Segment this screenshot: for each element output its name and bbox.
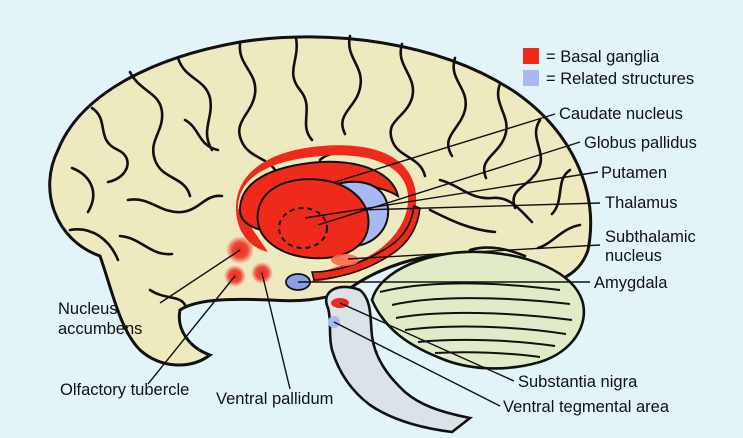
label-nucleus-accumbens-line2: accumbens [58,320,142,338]
label-caudate-nucleus: Caudate nucleus [559,105,683,123]
cerebellum-folia [379,282,573,358]
label-amygdala: Amygdala [594,274,668,292]
putamen[interactable] [256,178,370,260]
label-putamen: Putamen [601,164,667,182]
brainstem [324,285,474,434]
label-ventral-pallidum: Ventral pallidum [216,390,333,408]
label-globus-pallidus: Globus pallidus [584,134,697,152]
subthalamic-nucleus[interactable] [331,254,359,266]
legend-basal-ganglia-swatch [523,48,539,64]
label-ventral-tegmental-area: Ventral tegmental area [503,398,670,416]
label-subthalamic-line1: Subthalamic [605,228,696,246]
label-substantia-nigra: Substantia nigra [518,373,638,391]
legend-basal-ganglia-label: = Basal ganglia [546,48,660,66]
label-thalamus: Thalamus [605,194,677,212]
legend-related-label: = Related structures [546,70,694,88]
leader-lines [147,113,601,407]
cerebellum [370,250,586,370]
label-subthalamic-line2: nucleus [605,247,662,265]
legend-related-swatch [523,70,539,86]
globus-pallidus[interactable] [278,207,328,249]
gyri-lines [68,34,582,307]
label-olfactory-tubercle: Olfactory tubercle [60,381,189,399]
label-nucleus-accumbens-line1: Nucleus [58,300,118,318]
